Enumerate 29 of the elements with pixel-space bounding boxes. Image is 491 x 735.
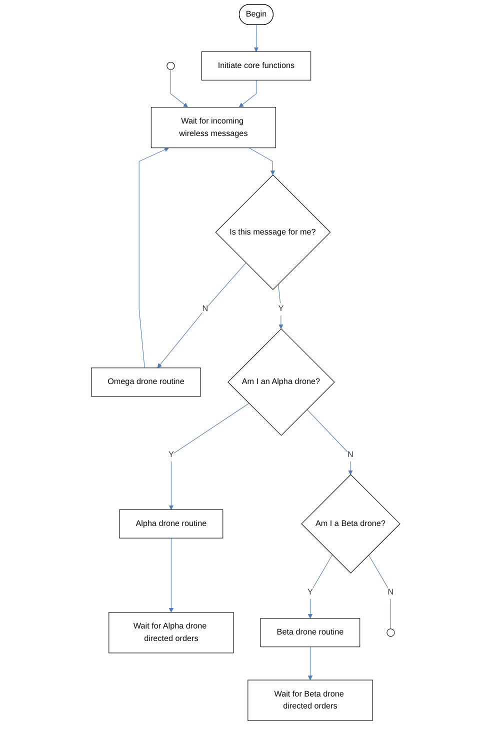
node-box: Wait for incoming wireless messages (150, 106, 276, 148)
node-box: Omega drone routine (90, 368, 201, 397)
arrow (238, 80, 256, 108)
node-diamond: Is this message for me? (215, 174, 331, 290)
node-box: Alpha drone routine (119, 509, 224, 538)
arrow (170, 69, 188, 108)
arrow (248, 148, 275, 176)
edge-label: N (388, 588, 394, 597)
arrow (306, 409, 353, 475)
node-box: Initiate core functions (201, 51, 311, 80)
node-diamond: Am I an Alpha drone? (227, 328, 335, 436)
edge-label: N (202, 304, 208, 314)
arrow (308, 646, 312, 680)
node-box: Wait for Alpha drone directed orders (108, 612, 234, 654)
edge-label: N (347, 450, 354, 460)
arrow (254, 24, 258, 52)
node-box: Wait for Beta drone directed orders (248, 680, 373, 721)
arrow (168, 403, 250, 510)
node-box: Beta drone routine (260, 618, 360, 648)
arrow (157, 262, 246, 368)
connector (368, 554, 391, 630)
edge-label: Y (168, 450, 174, 460)
node-diamond: Am I a Beta drone? (301, 474, 400, 574)
arrow (308, 554, 332, 619)
edge-label: Y (278, 304, 284, 314)
arrow (168, 538, 174, 613)
arrow (278, 284, 284, 330)
edge-label: Y (307, 588, 313, 597)
arrow (138, 147, 169, 368)
